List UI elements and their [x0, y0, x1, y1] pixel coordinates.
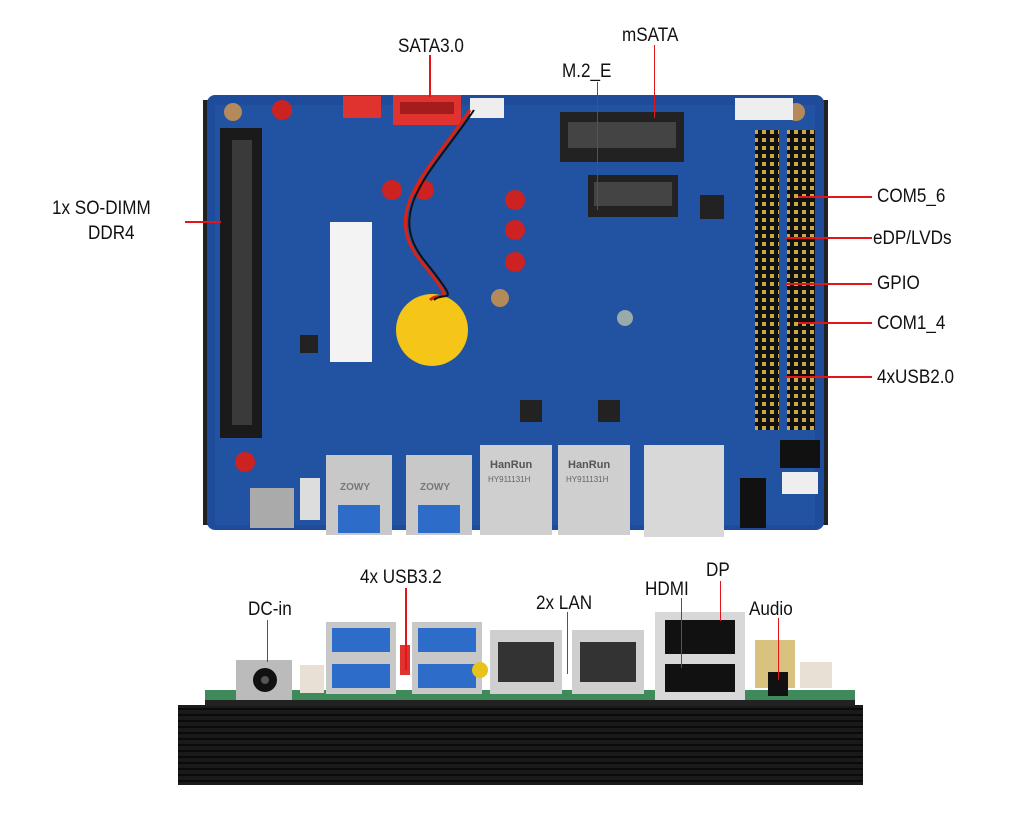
magnetics-part-mark-2: HY911131H: [566, 475, 609, 484]
com56-callout-line: [798, 196, 872, 198]
sodimm-callout-line: [185, 221, 221, 223]
label-sodimm: 1x SO-DIMM: [52, 198, 151, 219]
pin-header-right: [787, 130, 815, 430]
label-usb20: 4xUSB2.0: [877, 367, 954, 388]
label-ddr4: DDR4: [88, 223, 135, 244]
dp-callout-line: [720, 581, 721, 621]
label-edp: eDP/LVDs: [873, 228, 952, 249]
label-audio: Audio: [749, 599, 793, 620]
rj45-top-2: [558, 445, 630, 535]
hanrun-mark-2: HanRun: [568, 459, 610, 471]
msata-callout-line: [654, 45, 655, 118]
sata-callout-line: [429, 55, 431, 97]
cmos-battery: [396, 294, 468, 366]
gpio-callout-line: [785, 283, 872, 285]
usb20-callout-line: [785, 376, 872, 378]
label-m2e: M.2_E: [562, 61, 612, 82]
usb-brand-mark-2: ZOWY: [420, 482, 450, 493]
label-com14: COM1_4: [877, 313, 946, 334]
audio-callout-line: [778, 618, 779, 680]
magnetics-part-mark-1: HY911131H: [488, 475, 531, 484]
lan-callout-line: [567, 612, 568, 674]
dcin-callout-line: [267, 620, 268, 662]
top-view-board: HanRun HanRun HY911131H HY911131H ZOWY Z…: [203, 95, 828, 537]
pin-header-left: [755, 130, 779, 430]
label-sata: SATA3.0: [398, 36, 464, 57]
dp-hdmi-top: [644, 445, 724, 537]
hdmi-callout-line: [681, 598, 682, 668]
label-dp: DP: [706, 560, 730, 581]
front-view-board: [178, 612, 863, 785]
heatsink: [178, 705, 863, 785]
usb32-callout-line: [405, 588, 407, 670]
label-com56: COM5_6: [877, 186, 946, 207]
usb-brand-mark-1: ZOWY: [340, 482, 370, 493]
com14-callout-line: [798, 322, 872, 324]
label-hdmi: HDMI: [645, 579, 689, 600]
label-gpio: GPIO: [877, 273, 920, 294]
label-usb32: 4x USB3.2: [360, 567, 442, 588]
label-dcin: DC-in: [248, 599, 292, 620]
label-lan: 2x LAN: [536, 593, 593, 614]
rj45-top-1: [480, 445, 552, 535]
label-msata: mSATA: [622, 25, 679, 46]
m2e-callout-line: [597, 82, 598, 210]
hanrun-mark-1: HanRun: [490, 459, 532, 471]
edp-callout-line: [785, 237, 872, 239]
